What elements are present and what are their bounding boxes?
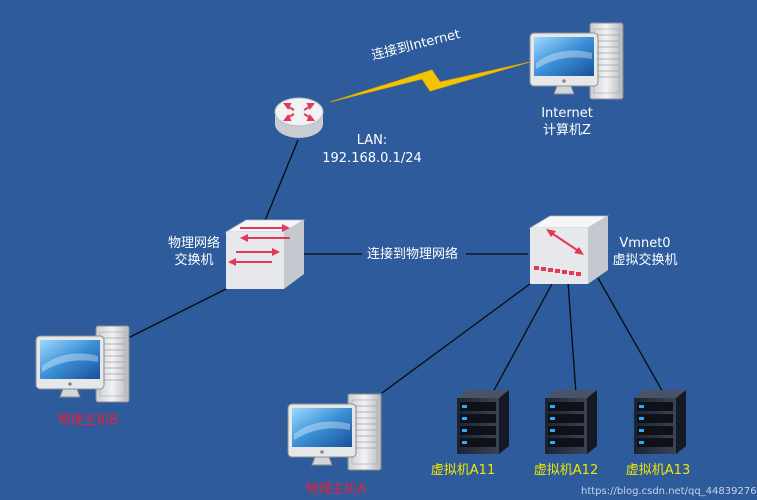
edge-vmnet0-vm12 [567,281,577,395]
edge-vmnet0-vm11 [491,281,554,395]
host-b-computer-icon [35,325,130,403]
vm-a11-server-icon [457,390,509,454]
vmnet0-line1: Vmnet0 [619,236,671,251]
watermark: https://blog.csdn.net/qq_44839276 [581,486,757,497]
router-icon [274,97,324,138]
edge-switch-hostb [127,282,239,339]
vmnet0-line2: 虚拟交换机 [612,253,678,268]
router-lan-ip: 192.168.0.1/24 [322,151,422,166]
vmnet0-switch-icon [528,215,610,284]
physical-switch-line1: 物理网络 [167,236,221,251]
computer-z-line1: Internet [541,106,593,121]
router-lan-label: LAN: [356,133,388,148]
vm-a13-server-icon [634,390,686,454]
vm-a12-server-icon [545,390,597,454]
host-b-label: 物理主机B [57,413,119,428]
network-diagram: 连接到Internet LAN: 192.168.0.1/24 Internet… [35,22,757,497]
diagram-canvas [35,22,686,471]
physical-switch-icon [224,219,306,289]
computer-z-icon [529,22,624,100]
vm-a11-label: 虚拟机A11 [430,463,496,478]
physical-link-label: 连接到物理网络 [367,247,459,262]
host-a-computer-icon [287,393,382,471]
lightning-link [329,61,531,103]
vm-a12-label: 虚拟机A12 [533,463,599,478]
computer-z-line2: 计算机Z [543,123,591,138]
edge-router-switch [261,139,299,229]
edge-vmnet0-vm13 [597,277,665,395]
edge-vmnet0-hosta [381,277,539,394]
host-a-label: 物理主机A [305,482,367,497]
vm-a13-label: 虚拟机A13 [625,463,691,478]
physical-switch-line2: 交换机 [174,253,214,268]
